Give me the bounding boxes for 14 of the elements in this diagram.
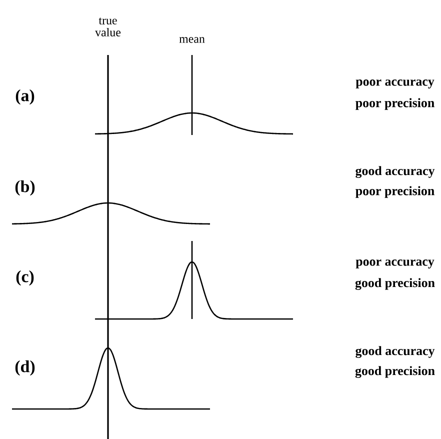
axis-label: true value bbox=[95, 18, 121, 36]
note-text: good accuracy bbox=[356, 346, 435, 358]
note-text: poor accuracy bbox=[356, 80, 434, 88]
panel-label: (a) bbox=[16, 89, 34, 105]
note-text: poor precision bbox=[356, 98, 434, 110]
axis-label: mean bbox=[179, 37, 205, 43]
note-text: good accuracy bbox=[356, 166, 435, 178]
panel-label: (d) bbox=[15, 360, 35, 376]
panel-label: (c) bbox=[16, 270, 34, 286]
panel-label: (b) bbox=[15, 180, 35, 196]
note-text: good precision bbox=[355, 278, 435, 290]
note-text: poor precision bbox=[356, 186, 434, 198]
note-text: good precision bbox=[355, 366, 435, 378]
note-text: poor accuracy bbox=[356, 260, 434, 268]
